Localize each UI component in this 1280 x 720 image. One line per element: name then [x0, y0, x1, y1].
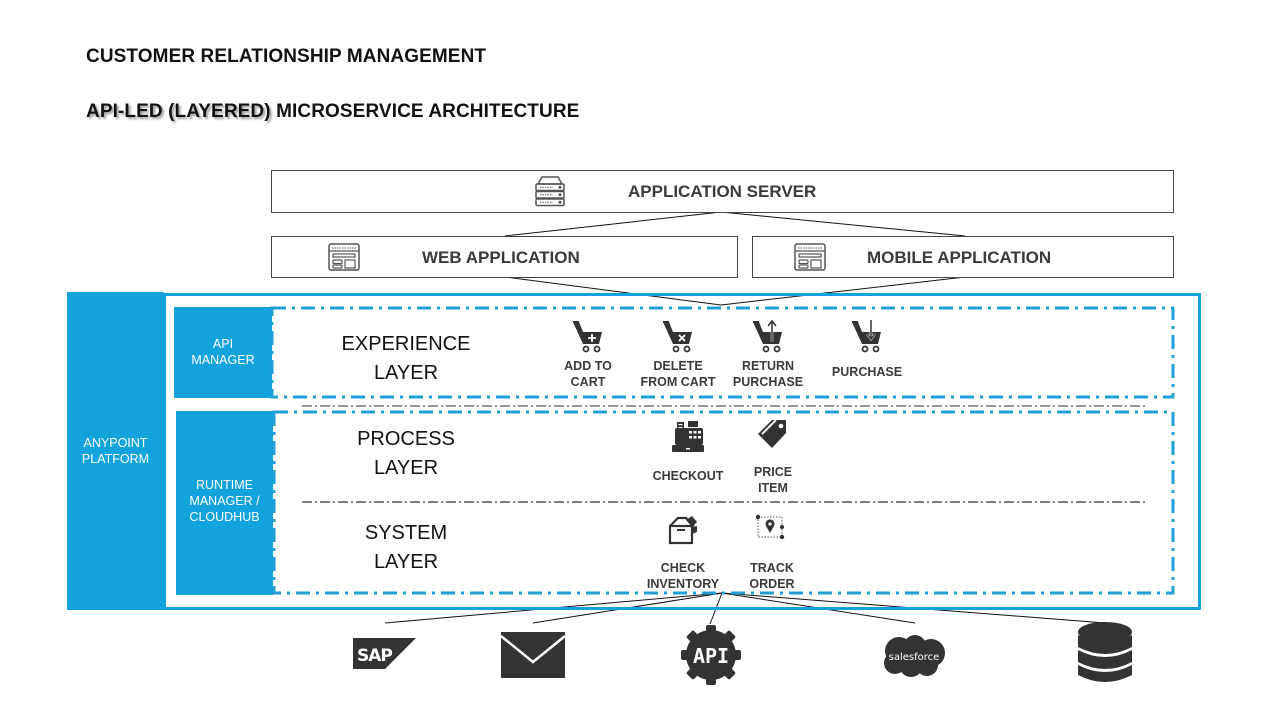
service-price-item: PRICE ITEM: [723, 418, 823, 496]
service-return-purchase: RETURN PURCHASE: [718, 318, 818, 390]
anypoint-label-line2: PLATFORM: [81, 452, 150, 466]
service-add-to-cart: ADD TO CART: [538, 318, 638, 390]
connector-line: [504, 211, 722, 237]
service-purchase: PURCHASE: [817, 318, 917, 380]
service-label-line1: TRACK: [750, 561, 794, 575]
anypoint-label-line1: ANYPOINT: [83, 436, 148, 450]
api-manager-panel: API MANAGER: [174, 307, 272, 398]
price-tag-icon: [758, 419, 786, 448]
experience-layer-frame: [270, 306, 1175, 399]
connector-line: [720, 211, 966, 237]
database-icon: [1078, 622, 1132, 682]
box-icon: [668, 516, 697, 545]
service-label-line1: CHECKOUT: [652, 469, 724, 483]
cart-return-icon: [753, 318, 782, 353]
application-server-box: APPLICATION SERVER: [271, 170, 1174, 213]
mobile-application-label: MOBILE APPLICATION: [867, 248, 1052, 267]
subtitle: API-LED (LAYERED) MICROSERVICE ARCHITECT…: [86, 101, 579, 123]
experience-layer-title: EXPERIENCE LAYER: [306, 330, 506, 388]
sap-logo-text: SAP: [357, 646, 392, 666]
service-delete-from-cart: DELETE FROM CART: [628, 318, 728, 390]
runtime-manager-line1: RUNTIME: [196, 478, 253, 492]
connector-line: [504, 276, 722, 306]
api-gear-icon: API: [681, 625, 741, 685]
runtime-manager-panel: RUNTIME MANAGER / CLOUDHUB: [176, 411, 273, 595]
cart-remove-icon: [663, 321, 692, 353]
route-map-icon: [755, 514, 785, 540]
runtime-manager-line3: CLOUDHUB: [189, 510, 260, 524]
service-check-inventory: CHECK INVENTORY: [633, 514, 733, 592]
service-label-line1: PURCHASE: [831, 365, 903, 379]
layer-title-line1: PROCESS: [357, 428, 455, 450]
layer-title-line2: LAYER: [373, 457, 439, 479]
web-application-box: WEB APPLICATION: [271, 236, 738, 278]
platform-frame: [163, 293, 1201, 610]
layer-title-line2: LAYER: [373, 551, 439, 573]
envelope-icon: [500, 632, 566, 678]
system-layer-title: SYSTEM LAYER: [306, 519, 506, 577]
cart-purchase-icon: [852, 320, 881, 353]
layer-title-line2: LAYER: [373, 362, 439, 384]
service-track-order: TRACK ORDER: [722, 514, 822, 592]
service-label-line2: FROM CART: [640, 375, 716, 389]
service-checkout: CHECKOUT: [638, 420, 738, 484]
application-server-label: APPLICATION SERVER: [628, 182, 817, 201]
anypoint-platform-panel: ANYPOINT PLATFORM: [67, 292, 164, 610]
sap-logo-icon: SAP: [353, 638, 416, 669]
api-manager-line1: API: [212, 337, 234, 351]
server-icon: [535, 176, 565, 207]
layer-title-line1: EXPERIENCE: [341, 333, 471, 355]
browser-window-icon: [328, 243, 360, 271]
process-system-layer-frame: [272, 410, 1175, 595]
service-label-line1: PRICE: [753, 465, 793, 479]
service-label-line2: PURCHASE: [732, 375, 804, 389]
api-manager-line2: MANAGER: [191, 353, 255, 367]
service-label-line1: RETURN: [741, 359, 795, 373]
runtime-manager-line2: MANAGER /: [189, 494, 260, 508]
salesforce-text: salesforce: [889, 652, 940, 663]
mobile-application-box: MOBILE APPLICATION: [752, 236, 1174, 278]
subtitle-emphasis: API-LED (LAYERED): [86, 101, 271, 122]
subtitle-rest: MICROSERVICE ARCHITECTURE: [270, 101, 580, 122]
service-label-line1: ADD TO: [564, 359, 612, 373]
api-gear-text: API: [693, 644, 729, 668]
connector-line: [720, 276, 966, 306]
service-label-line2: ITEM: [758, 481, 788, 495]
layer-title-line1: SYSTEM: [364, 522, 448, 544]
service-label-line2: ORDER: [749, 577, 795, 591]
service-label-line1: CHECK: [660, 561, 706, 575]
service-label-line2: INVENTORY: [646, 577, 720, 591]
main-title: CUSTOMER RELATIONSHIP MANAGEMENT: [86, 46, 487, 67]
web-application-label: WEB APPLICATION: [422, 248, 580, 267]
service-label-line1: DELETE: [653, 359, 703, 373]
process-layer-title: PROCESS LAYER: [306, 425, 506, 483]
salesforce-cloud-icon: salesforce: [884, 635, 945, 677]
cart-add-icon: [573, 321, 602, 353]
service-label-line2: CART: [570, 375, 606, 389]
browser-window-icon: [794, 243, 826, 271]
cash-register-icon: [672, 421, 704, 452]
